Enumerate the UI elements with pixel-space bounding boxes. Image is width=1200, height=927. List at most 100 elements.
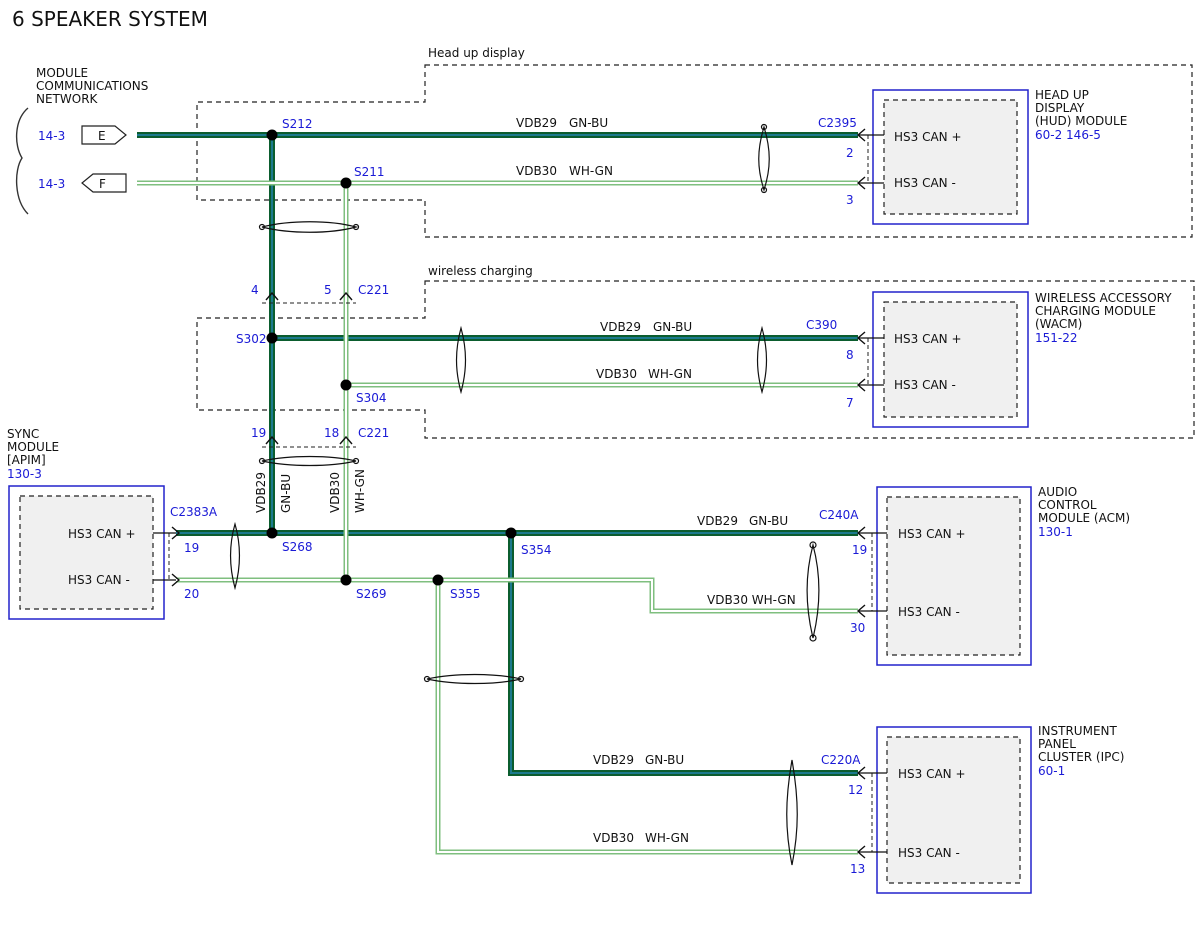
svg-text:SYNC: SYNC — [7, 427, 39, 441]
hud-minus-color: WH-GN — [569, 164, 613, 178]
svg-text:DISPLAY: DISPLAY — [1035, 101, 1085, 115]
wacm-minus-color: WH-GN — [648, 367, 692, 381]
hud-plus-color: GN-BU — [569, 116, 608, 130]
splice-s268-dot — [266, 527, 278, 539]
mcn-label: MODULE COMMUNICATIONS NETWORK — [36, 66, 148, 106]
svg-text:HS3 CAN -: HS3 CAN - — [894, 378, 956, 392]
svg-text:COMMUNICATIONS: COMMUNICATIONS — [36, 79, 148, 93]
hud-plus-circuit: VDB29 — [516, 116, 557, 130]
svg-text:2: 2 — [846, 146, 854, 160]
svg-text:20: 20 — [184, 587, 199, 601]
ipc-minus-color: WH-GN — [645, 831, 689, 845]
twist-markers — [229, 123, 820, 866]
svg-text:INSTRUMENT: INSTRUMENT — [1038, 724, 1117, 738]
wacm-plus-color: GN-BU — [653, 320, 692, 334]
svg-text:HS3 CAN -: HS3 CAN - — [898, 846, 960, 860]
vertical-minus-circuit: VDB30 — [328, 472, 342, 513]
svg-text:C2395: C2395 — [818, 116, 857, 130]
svg-text:(WACM): (WACM) — [1035, 317, 1082, 331]
svg-text:S304: S304 — [356, 391, 387, 405]
vertical-plus-color: GN-BU — [279, 474, 293, 513]
vertical-minus-color: WH-GN — [353, 469, 367, 513]
svg-text:4: 4 — [251, 283, 259, 297]
diagram-title: 6 SPEAKER SYSTEM — [12, 7, 208, 31]
ipc-minus-circuit: VDB30 — [593, 831, 634, 845]
wire-labels: VDB29 GN-BU VDB30 WH-GN VDB29 GN-BU VDB3… — [254, 116, 796, 845]
sync-module: HS3 CAN + HS3 CAN - C2383A 19 20 SYNC MO… — [7, 427, 218, 620]
svg-text:C390: C390 — [806, 318, 837, 332]
svg-text:S211: S211 — [354, 165, 385, 179]
svg-text:HS3 CAN +: HS3 CAN + — [898, 527, 966, 541]
svg-text:19: 19 — [852, 543, 867, 557]
splice-s304-dot — [340, 379, 352, 391]
svg-text:S212: S212 — [282, 117, 313, 131]
ipc-plus-circuit: VDB29 — [593, 753, 634, 767]
c221-lower: 19 18 C221 — [251, 426, 389, 448]
svg-text:HS3 CAN +: HS3 CAN + — [894, 130, 962, 144]
svg-text:130-3: 130-3 — [7, 467, 42, 481]
hud-module: HS3 CAN + HS3 CAN - C2395 2 3 HEAD UP DI… — [818, 88, 1127, 225]
svg-text:WIRELESS ACCESSORY: WIRELESS ACCESSORY — [1035, 291, 1172, 305]
svg-text:NETWORK: NETWORK — [36, 92, 99, 106]
svg-text:HS3 CAN +: HS3 CAN + — [68, 527, 136, 541]
svg-text:19: 19 — [251, 426, 266, 440]
vertical-plus-circuit: VDB29 — [254, 472, 268, 513]
svg-text:CHARGING MODULE: CHARGING MODULE — [1035, 304, 1156, 318]
can-plus-wires — [137, 132, 858, 776]
connector-e-label: E — [98, 129, 106, 143]
svg-text:MODULE: MODULE — [7, 440, 59, 454]
ipc-module: HS3 CAN + HS3 CAN - C220A 12 13 INSTRUME… — [821, 724, 1124, 894]
svg-text:HS3 CAN -: HS3 CAN - — [898, 605, 960, 619]
svg-text:8: 8 — [846, 348, 854, 362]
c221-upper: 4 5 C221 — [251, 283, 389, 304]
svg-text:S269: S269 — [356, 587, 387, 601]
mcn-ref-f: 14-3 — [38, 177, 65, 191]
splice-s302-dot — [266, 332, 278, 344]
svg-text:S355: S355 — [450, 587, 481, 601]
svg-text:MODULE (ACM): MODULE (ACM) — [1038, 511, 1130, 525]
mcn-brace — [15, 107, 29, 215]
hud-minus-circuit: VDB30 — [516, 164, 557, 178]
connector-e — [81, 125, 127, 145]
svg-text:5: 5 — [324, 283, 332, 297]
svg-text:7: 7 — [846, 396, 854, 410]
wacm-minus-circuit: VDB30 — [596, 367, 637, 381]
connector-f — [81, 173, 127, 193]
splice-s354-dot — [505, 527, 517, 539]
svg-text:C2383A: C2383A — [170, 505, 218, 519]
acm-plus-color: GN-BU — [749, 514, 788, 528]
svg-text:HS3 CAN -: HS3 CAN - — [894, 176, 956, 190]
acm-plus-circuit: VDB29 — [697, 514, 738, 528]
acm-minus-label: VDB30 WH-GN — [707, 593, 796, 607]
splice-s212-dot — [266, 129, 278, 141]
svg-text:HS3 CAN -: HS3 CAN - — [68, 573, 130, 587]
wacm-module: HS3 CAN + HS3 CAN - C390 8 7 WIRELESS AC… — [806, 291, 1172, 428]
svg-text:MODULE: MODULE — [36, 66, 88, 80]
svg-text:13: 13 — [850, 862, 865, 876]
svg-text:C221: C221 — [358, 283, 389, 297]
svg-text:151-22: 151-22 — [1035, 331, 1078, 345]
zone-wireless-outline — [196, 280, 1195, 439]
svg-text:(HUD) MODULE: (HUD) MODULE — [1035, 114, 1127, 128]
zone-hud-label: Head up display — [428, 46, 525, 60]
svg-text:12: 12 — [848, 783, 863, 797]
svg-text:19: 19 — [184, 541, 199, 555]
splice-points — [266, 129, 517, 586]
svg-text:S302: S302 — [236, 332, 267, 346]
svg-text:C221: C221 — [358, 426, 389, 440]
splice-s211-dot — [340, 177, 352, 189]
svg-text:AUDIO: AUDIO — [1038, 485, 1077, 499]
svg-text:30: 30 — [850, 621, 865, 635]
svg-text:HS3 CAN +: HS3 CAN + — [898, 767, 966, 781]
svg-text:PANEL: PANEL — [1038, 737, 1076, 751]
svg-text:HS3 CAN +: HS3 CAN + — [894, 332, 962, 346]
svg-text:S268: S268 — [282, 540, 313, 554]
svg-text:C240A: C240A — [819, 508, 859, 522]
svg-text:3: 3 — [846, 193, 854, 207]
svg-text:CLUSTER (IPC): CLUSTER (IPC) — [1038, 750, 1124, 764]
svg-text:18: 18 — [324, 426, 339, 440]
wacm-plus-circuit: VDB29 — [600, 320, 641, 334]
zone-wireless-label: wireless charging — [428, 264, 533, 278]
connector-f-label: F — [99, 177, 106, 191]
svg-text:60-1: 60-1 — [1038, 764, 1065, 778]
